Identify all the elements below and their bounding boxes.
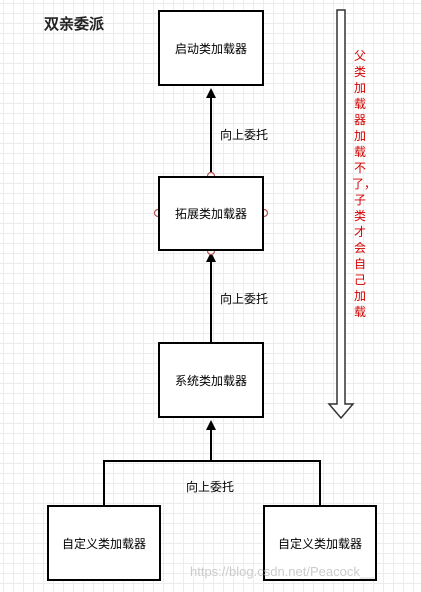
arrow-custom-left-branch (103, 460, 211, 505)
watermark-text: https://blog.csdn.net/Peacock__ (190, 564, 375, 579)
system-loader-node[interactable]: 系统类加载器 (158, 342, 264, 418)
extension-loader-label: 拓展类加载器 (174, 207, 247, 221)
arrow-custom-right-branch (211, 460, 321, 505)
system-loader-label: 系统类加载器 (174, 373, 247, 388)
bootstrap-loader-label: 启动类加载器 (174, 41, 247, 56)
side-note-vertical: 父类加载器加载不了，子类才会自己加载 (352, 49, 377, 319)
downward-flow-arrow (327, 9, 355, 420)
edge-label-sys-to-ext: 向上委托 (220, 292, 269, 306)
bootstrap-loader-node[interactable]: 启动类加载器 (158, 10, 264, 86)
custom-loader-right-label: 自定义类加载器 (277, 536, 362, 551)
custom-loader-left-node[interactable]: 自定义类加载器 (47, 505, 161, 581)
custom-loader-left-label: 自定义类加载器 (61, 536, 146, 551)
diagram-title: 双亲委派 (44, 15, 105, 33)
edge-label-custom-to-sys: 向上委托 (186, 480, 235, 494)
extension-loader-node[interactable]: 拓展类加载器 (158, 176, 264, 251)
edge-label-ext-to-boot: 向上委托 (220, 128, 269, 142)
custom-loader-right-node[interactable]: 自定义类加载器 (263, 505, 377, 581)
